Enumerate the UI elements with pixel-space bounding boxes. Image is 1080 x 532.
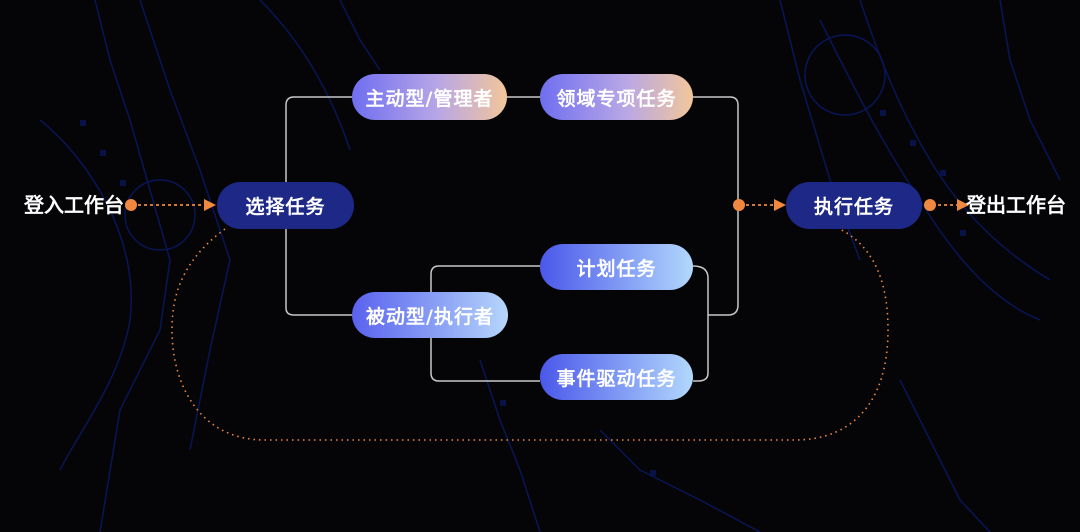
node-plan-task[interactable]: 计划任务 (540, 244, 693, 290)
start-label: 登入工作台 (24, 193, 124, 217)
end-label: 登出工作台 (966, 193, 1066, 217)
node-passive-executor[interactable]: 被动型/执行者 (352, 292, 508, 338)
node-domain-task[interactable]: 领域专项任务 (540, 74, 693, 120)
node-select-task[interactable]: 选择任务 (217, 182, 354, 229)
node-execute-task[interactable]: 执行任务 (786, 182, 922, 229)
node-active-manager[interactable]: 主动型/管理者 (352, 74, 507, 120)
node-event-task[interactable]: 事件驱动任务 (540, 354, 693, 400)
